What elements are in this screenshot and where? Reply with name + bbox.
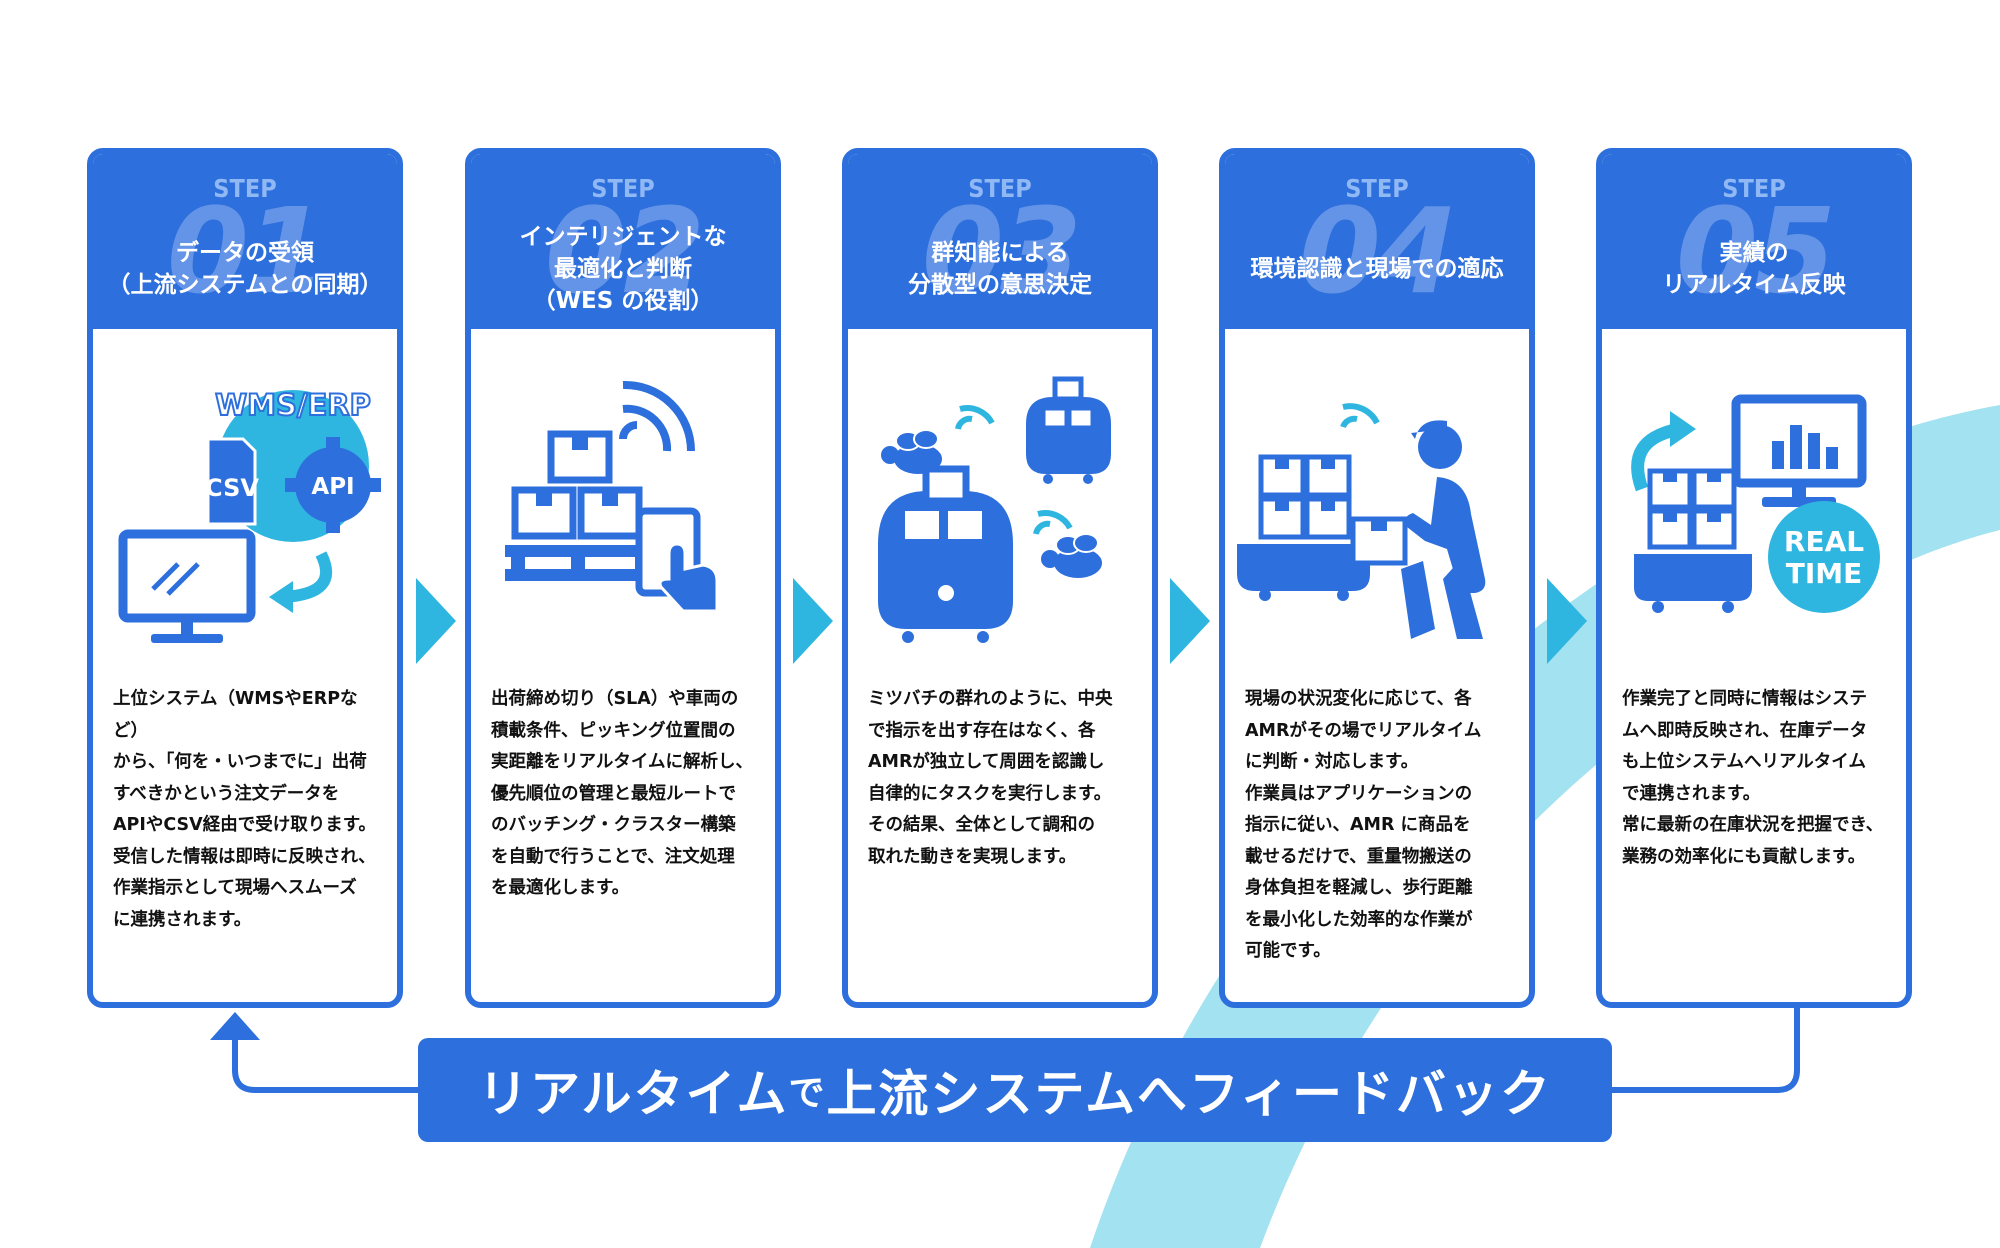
step-header: STEP 05 実績の リアルタイム反映 bbox=[1602, 154, 1906, 329]
step-description: 上位システム（WMSやERPなど） から、「何を・いつまでに」出荷 すべきかとい… bbox=[113, 689, 376, 930]
chevron-right-icon bbox=[1170, 578, 1210, 664]
step-number: 05 bbox=[1675, 182, 1836, 320]
step-title-line: 実績の bbox=[1719, 240, 1789, 266]
step-title: 実績の リアルタイム反映 bbox=[1602, 209, 1906, 329]
step-number: 02 bbox=[544, 182, 705, 320]
step-label: STEP bbox=[1345, 174, 1409, 203]
api-label: API bbox=[311, 474, 354, 500]
time-label: TIME bbox=[1786, 557, 1863, 590]
bee-robot-swarm-icon bbox=[878, 376, 1111, 643]
step-title: 群知能による 分散型の意思決定 bbox=[848, 209, 1152, 329]
step-title-line: 群知能による bbox=[931, 240, 1069, 266]
chevron-right-icon bbox=[1547, 578, 1587, 664]
step-title: インテリジェントな 最適化と判断 （WES の役割） bbox=[471, 209, 775, 329]
step-title-line: データの受領 bbox=[176, 240, 314, 266]
step-header: STEP 03 群知能による 分散型の意思決定 bbox=[848, 154, 1152, 329]
step-number: 03 bbox=[921, 182, 1082, 320]
boxes-tablet-icon bbox=[505, 380, 719, 613]
step-title-line: 環境認識と現場での適応 bbox=[1250, 256, 1504, 282]
step-description: 作業完了と同時に情報はシステ ムへ即時反映され、在庫データ も上位システムへリア… bbox=[1622, 689, 1884, 867]
step-description: 現場の状況変化に応じて、各 AMRがその場でリアルタイム に判断・対応します。 … bbox=[1245, 689, 1482, 961]
chevron-right-icon bbox=[416, 578, 456, 664]
step-number: 04 bbox=[1298, 182, 1459, 320]
worker-amr-icon bbox=[1237, 403, 1486, 639]
feedback-text-realtime: リアルタイム bbox=[477, 1065, 789, 1123]
step-title: データの受領 （上流システムとの同期） bbox=[93, 209, 397, 329]
step-title-line: （上流システムとの同期） bbox=[107, 272, 383, 298]
step-header: STEP 02 インテリジェントな 最適化と判断 （WES の役割） bbox=[471, 154, 775, 329]
step-title-line: 分散型の意思決定 bbox=[908, 272, 1092, 298]
step-label: STEP bbox=[968, 174, 1032, 203]
wms-erp-label: WMS/ERP bbox=[215, 388, 371, 422]
step-title-line: リアルタイム反映 bbox=[1662, 272, 1846, 298]
step-header: STEP 04 環境認識と現場での適応 bbox=[1225, 154, 1529, 329]
step-title-line: インテリジェントな bbox=[519, 224, 727, 250]
step-card-01: STEP 01 データの受領 （上流システムとの同期） WMS/ERP CSV … bbox=[87, 148, 403, 1008]
real-label: REAL bbox=[1784, 525, 1864, 558]
step-title-line: （WES の役割） bbox=[532, 288, 714, 314]
step-label: STEP bbox=[1722, 174, 1786, 203]
step-title-line: 最適化と判断 bbox=[554, 256, 692, 282]
step-card-05: STEP 05 実績の リアルタイム反映 REAL TIME 作業完了と同時に情… bbox=[1596, 148, 1912, 1008]
realtime-dashboard-icon: REAL TIME bbox=[1631, 394, 1880, 613]
step-card-02: STEP 02 インテリジェントな 最適化と判断 （WES の役割） 出荷締め切… bbox=[465, 148, 781, 1008]
step-description: 出荷締め切り（SLA）や車両の 積載条件、ピッキング位置間の 実距離をリアルタイ… bbox=[491, 689, 753, 898]
step-header: STEP 01 データの受領 （上流システムとの同期） bbox=[93, 154, 397, 329]
feedback-banner: リアルタイムで上流システムへフィードバック bbox=[418, 1038, 1612, 1142]
step-description: ミツバチの群れのように、中央 で指示を出す存在はなく、各 AMRが独立して周囲を… bbox=[868, 689, 1113, 867]
chevron-right-icon bbox=[793, 578, 833, 664]
csv-label: CSV bbox=[205, 474, 259, 502]
step-card-04: STEP 04 環境認識と現場での適応 現場の状況変化に応じて、各 AMRがその… bbox=[1219, 148, 1535, 1008]
step-card-03: STEP 03 群知能による 分散型の意思決定 ミツバチ bbox=[842, 148, 1158, 1008]
step-label: STEP bbox=[591, 174, 655, 203]
step-label: STEP bbox=[213, 174, 277, 203]
feedback-text-upstream: 上流システムへフィードバック bbox=[826, 1065, 1552, 1123]
wms-erp-sync-icon: WMS/ERP CSV API bbox=[118, 387, 381, 643]
feedback-text-de: で bbox=[788, 1073, 827, 1114]
step-number: 01 bbox=[166, 182, 327, 320]
step-title: 環境認識と現場での適応 bbox=[1225, 209, 1529, 329]
